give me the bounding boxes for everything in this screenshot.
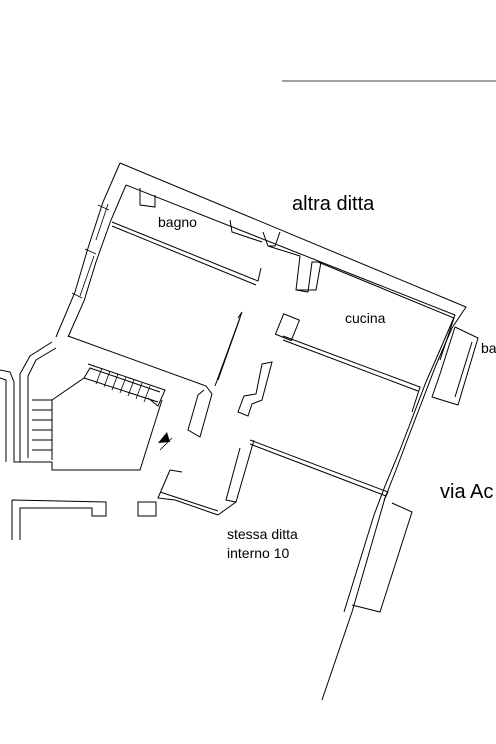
- ba-room: [431, 326, 479, 406]
- entrance-arrow-icon: [158, 432, 173, 451]
- staircase: [19, 341, 166, 471]
- label-via: via Ac: [440, 481, 493, 503]
- left-wall-windows: [71, 203, 110, 299]
- cucina-room-walls: [296, 261, 455, 361]
- bagno-partition: [262, 231, 321, 293]
- street-side-balcony: [351, 502, 413, 613]
- lower-left-pier: [137, 501, 157, 517]
- building-outline: [119, 162, 467, 701]
- cucina-pillar: [274, 313, 301, 342]
- building-inner-outline-left: [67, 184, 127, 338]
- label-stessa-ditta: stessa ditta: [227, 526, 298, 542]
- building-outline-left: [55, 162, 121, 338]
- label-cucina: cucina: [345, 310, 386, 326]
- label-ba: ba: [481, 340, 496, 356]
- entrance-wall: [157, 469, 219, 516]
- corridor-wall-left: [67, 335, 213, 438]
- corridor-pillar: [237, 361, 273, 417]
- bagno-room-walls: [111, 221, 262, 286]
- stessa-ditta-outline: [217, 501, 237, 516]
- cucina-lower-wall: [282, 335, 421, 413]
- corridor-wall-mid: [214, 311, 243, 387]
- label-bagno: bagno: [158, 214, 197, 230]
- label-altra-ditta: altra ditta: [292, 193, 375, 215]
- corridor-wall-low: [249, 439, 389, 501]
- lower-left-wall: [11, 499, 107, 540]
- building-inner-outline: [125, 184, 456, 613]
- label-interno: interno 10: [227, 545, 289, 561]
- bagno-niche: [139, 188, 263, 243]
- corridor-wall-center: [225, 439, 255, 503]
- left-edge-wall: [0, 369, 20, 463]
